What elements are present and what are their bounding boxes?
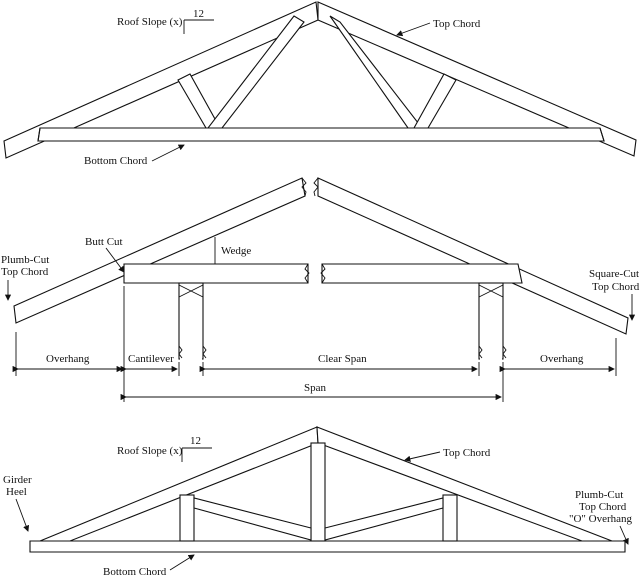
bottom-chord-leader [169, 554, 195, 571]
truss-3: Roof Slope (x) 12 Top Chord Girder Heel … [3, 426, 633, 578]
roof-slope-run: 12 [193, 8, 204, 20]
plumb-cut-label-2: Top Chord [1, 266, 49, 278]
diagonal-web-left [193, 497, 312, 541]
bottom-chord-left [123, 263, 309, 284]
clear-span-label: Clear Span [318, 353, 367, 365]
top-chord-leader [404, 451, 441, 462]
wedge-label: Wedge [221, 245, 251, 257]
butt-cut-label: Butt Cut [85, 236, 123, 248]
support-right-break [478, 345, 483, 359]
king-post [310, 442, 326, 542]
square-cut-label-2: Top Chord [592, 281, 640, 293]
support-right-x [478, 284, 504, 298]
dimensions: Overhang Cantilever Clear Span Overhang … [12, 286, 617, 402]
bottom-chord [37, 127, 605, 142]
roof-slope-label: Roof Slope (x) [117, 16, 183, 28]
square-cut-label-1: Square-Cut [589, 268, 639, 280]
truss-2: Butt Cut Wedge Plumb-Cut Top Chord Squar… [1, 177, 640, 402]
support-left [178, 282, 204, 360]
vertical-web-right [442, 494, 458, 542]
girder-label-2: Heel [6, 486, 27, 498]
overhang-right-label: Overhang [540, 353, 584, 365]
cantilever-label: Cantilever [128, 353, 174, 365]
plumb-label-2: Top Chord [579, 501, 627, 513]
top-chord-right [317, 177, 629, 335]
top-chord-label: Top Chord [443, 447, 491, 459]
bottom-break-left [304, 263, 310, 284]
bottom-break-right [320, 263, 326, 284]
break-mark-left [301, 177, 307, 197]
top-chord-label: Top Chord [433, 18, 481, 30]
overhang-left-label: Overhang [46, 353, 90, 365]
web-right-outer [413, 73, 457, 129]
plumb-leader [619, 525, 629, 545]
plumb-cut-label-1: Plumb-Cut [1, 254, 49, 266]
roof-slope-run: 12 [190, 435, 201, 447]
vertical-web-left [179, 494, 195, 542]
girder-label-1: Girder [3, 474, 32, 486]
support-right [478, 282, 504, 360]
truss-1: Roof Slope (x) 12 Top Chord Bottom Chord [3, 1, 637, 167]
top-chord-leader [396, 22, 431, 37]
top-chord-right [316, 426, 613, 542]
bottom-chord [29, 540, 626, 553]
top-chord-right [317, 1, 637, 157]
butt-cut-leader [105, 247, 125, 273]
bottom-chord-right [321, 263, 523, 284]
break-mark-right [313, 177, 319, 197]
diagonal-web-right [324, 497, 444, 541]
plumb-label-1: Plumb-Cut [575, 489, 623, 501]
top-chord-left [13, 177, 306, 324]
bottom-chord-leader [151, 144, 185, 162]
roof-slope-label: Roof Slope (x) [117, 445, 183, 457]
bottom-chord-label: Bottom Chord [84, 155, 148, 167]
support-left-x [178, 284, 204, 298]
support-left-break [178, 345, 183, 359]
plumb-label-3: "O" Overhang [569, 513, 633, 525]
girder-leader [15, 498, 30, 532]
bottom-chord-label: Bottom Chord [103, 566, 167, 578]
span-label: Span [304, 382, 327, 394]
